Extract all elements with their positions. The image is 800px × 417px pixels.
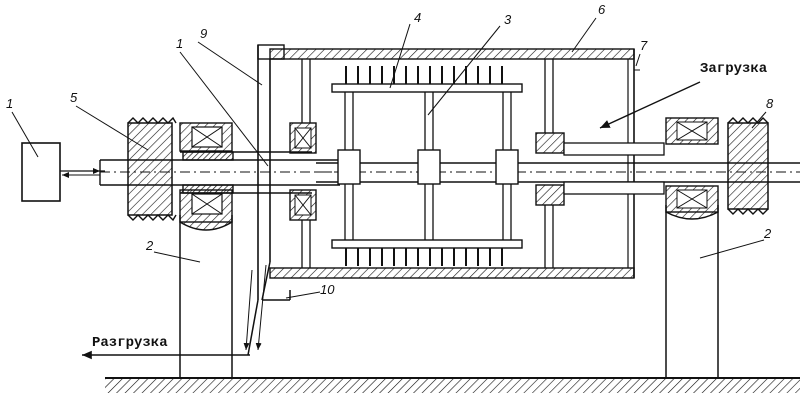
label-wall: 9 xyxy=(200,26,207,41)
left-pulley xyxy=(127,116,177,222)
label-blade-bar: 4 xyxy=(414,10,421,25)
label-drum-end: 7 xyxy=(640,38,648,53)
label-left-pulley: 5 xyxy=(70,90,78,105)
label-left-support: 2 xyxy=(145,238,154,253)
label-spoke: 3 xyxy=(504,12,512,27)
right-support xyxy=(665,205,719,378)
separating-wall xyxy=(257,44,285,300)
left-drum-bearing xyxy=(289,122,317,221)
part-number-labels: 1 5 1 9 4 3 6 7 8 2 2 10 xyxy=(6,2,774,297)
label-right-support: 2 xyxy=(763,226,772,241)
shaft-hubs xyxy=(337,149,519,185)
right-drum-bearing xyxy=(535,132,665,206)
label-drum: 6 xyxy=(598,2,606,17)
leader-lines xyxy=(11,17,767,299)
drive-unit xyxy=(21,142,105,202)
unloading-label: Разгрузка xyxy=(92,335,168,351)
loading-label: Загрузка xyxy=(700,61,768,77)
blades-bottom xyxy=(345,248,503,266)
main-shaft xyxy=(316,162,800,183)
spokes xyxy=(344,92,512,240)
blade-bars xyxy=(331,83,523,249)
label-hollow-shaft: 1 xyxy=(176,36,183,51)
label-chute: 10 xyxy=(320,282,335,297)
drum-struts xyxy=(301,59,554,268)
label-drive: 1 xyxy=(6,96,13,111)
blades-top xyxy=(345,66,503,84)
label-right-pulley: 8 xyxy=(766,96,774,111)
loading-arrow xyxy=(599,81,701,129)
ground xyxy=(105,377,800,393)
left-bearing-housing xyxy=(179,122,233,231)
unloading-chute xyxy=(243,261,291,356)
right-pulley xyxy=(727,117,769,215)
left-support xyxy=(179,215,233,378)
right-bearing-housing xyxy=(665,117,719,220)
